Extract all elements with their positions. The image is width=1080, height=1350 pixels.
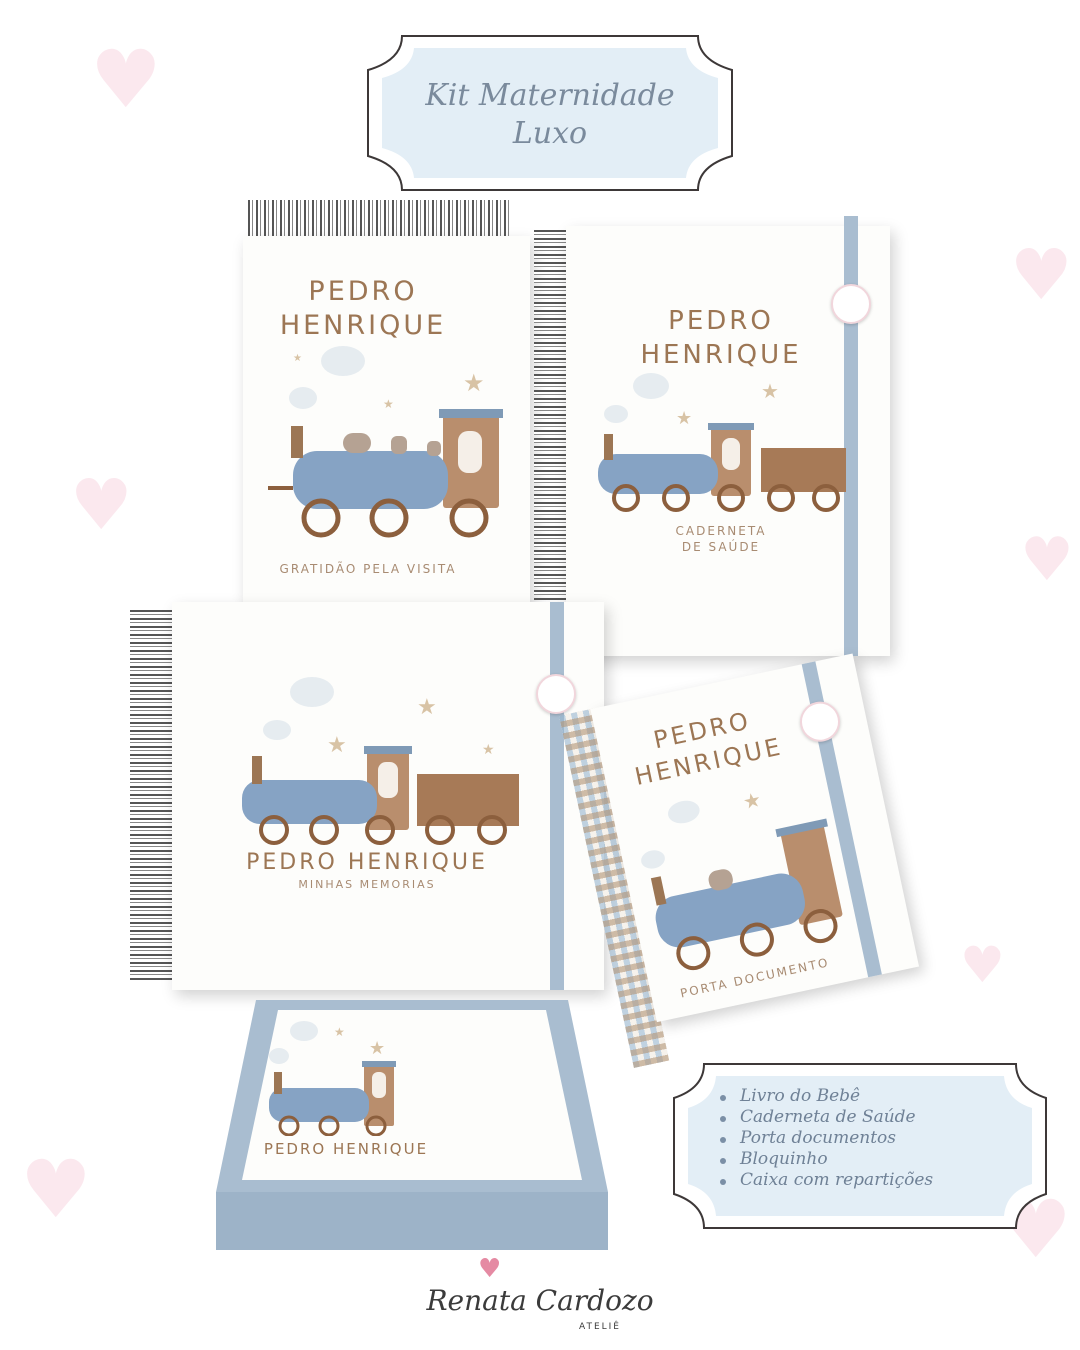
heart-icon: ♥: [70, 464, 133, 546]
book-caption: GRATIDÃO PELA VISITA: [279, 562, 457, 576]
heart-icon: ♥: [960, 936, 1005, 994]
heart-icon: ♥: [1010, 234, 1073, 316]
memories-book: ★ ★ ★ PEDRO HENRIQUE MINHAS MEMORIAS: [172, 602, 604, 990]
book-name-line1: PEDRO: [308, 276, 418, 307]
kit-list-item: Livro do Bebê: [740, 1086, 861, 1106]
brand-tagline: ATELIÊ: [579, 1322, 621, 1332]
heart-icon: ♥: [1020, 525, 1074, 595]
keepsake-box: ★ ★ PEDRO HENRIQUE: [216, 996, 608, 1250]
elastic-band: [550, 602, 564, 990]
box-name: PEDRO HENRIQUE: [263, 1140, 429, 1158]
kit-list-item: Caixa com repartições: [740, 1170, 934, 1190]
title-plaque: Kit Maternidade Luxo: [362, 30, 738, 196]
list-bullet: [720, 1179, 726, 1185]
train-illustration: ★ ★: [598, 373, 846, 512]
list-bullet: [720, 1095, 726, 1101]
train-illustration: ★ ★ ★: [268, 346, 503, 538]
train-illustration: ★ ★ ★: [242, 677, 519, 845]
list-bullet: [720, 1158, 726, 1164]
list-bullet: [720, 1116, 726, 1122]
train-illustration: ★: [641, 787, 843, 971]
svg-text:★: ★: [383, 397, 394, 411]
document-holder: PEDRO HENRIQUE ★ PORTA DOCUMENTO: [559, 653, 921, 1068]
book-name: PEDRO HENRIQUE: [246, 850, 488, 875]
heart-icon: ♥: [90, 33, 162, 126]
health-book: PEDRO HENRIQUE ★ ★ CADERNETA DE SAÚDE: [566, 216, 890, 656]
book-caption-line1: CADERNETA: [675, 524, 767, 538]
svg-text:★: ★: [741, 787, 764, 814]
svg-text:★: ★: [293, 353, 302, 364]
svg-text:★: ★: [369, 1038, 385, 1059]
train-seal-icon: [831, 284, 871, 324]
train-illustration: ★ ★: [269, 1021, 396, 1136]
book-caption: MINHAS MEMORIAS: [298, 878, 436, 891]
kit-list-item: Porta documentos: [740, 1128, 896, 1148]
elastic-band: [844, 216, 858, 656]
list-bullet: [720, 1137, 726, 1143]
svg-text:★: ★: [761, 379, 779, 403]
train-seal-icon: [536, 674, 576, 714]
kit-list-item: Bloquinho: [740, 1149, 828, 1169]
kit-list-plaque: Livro do Bebê Caderneta de Saúde Porta d…: [668, 1058, 1052, 1234]
heart-icon: ♥: [20, 1143, 92, 1236]
svg-text:★: ★: [676, 408, 692, 429]
svg-text:★: ★: [334, 1025, 345, 1039]
brand-logo: ♥ Renata Cardozo ATELIÊ: [420, 1256, 660, 1340]
heart-logo-icon: ♥: [478, 1254, 502, 1284]
svg-text:★: ★: [463, 369, 485, 397]
svg-text:★: ★: [482, 742, 495, 758]
brand-name: Renata Cardozo: [426, 1284, 654, 1317]
svg-text:★: ★: [417, 695, 437, 720]
book-name-line2: HENRIQUE: [279, 310, 447, 341]
title-line-2: Luxo: [512, 116, 588, 151]
svg-text:★: ★: [327, 733, 347, 758]
book-name-line1: PEDRO: [668, 306, 774, 336]
kit-list-item: Caderneta de Saúde: [740, 1107, 916, 1127]
title-line-1: Kit Maternidade: [425, 78, 675, 113]
document-holder-cover: PEDRO HENRIQUE ★ PORTA DOCUMENTO: [590, 653, 920, 1023]
book-caption-line2: DE SAÚDE: [681, 540, 761, 554]
book-name-line2: HENRIQUE: [640, 340, 802, 370]
guest-book: PEDRO HENRIQUE ★ ★ ★ GRATIDÃO PELA VISIT…: [243, 236, 530, 606]
